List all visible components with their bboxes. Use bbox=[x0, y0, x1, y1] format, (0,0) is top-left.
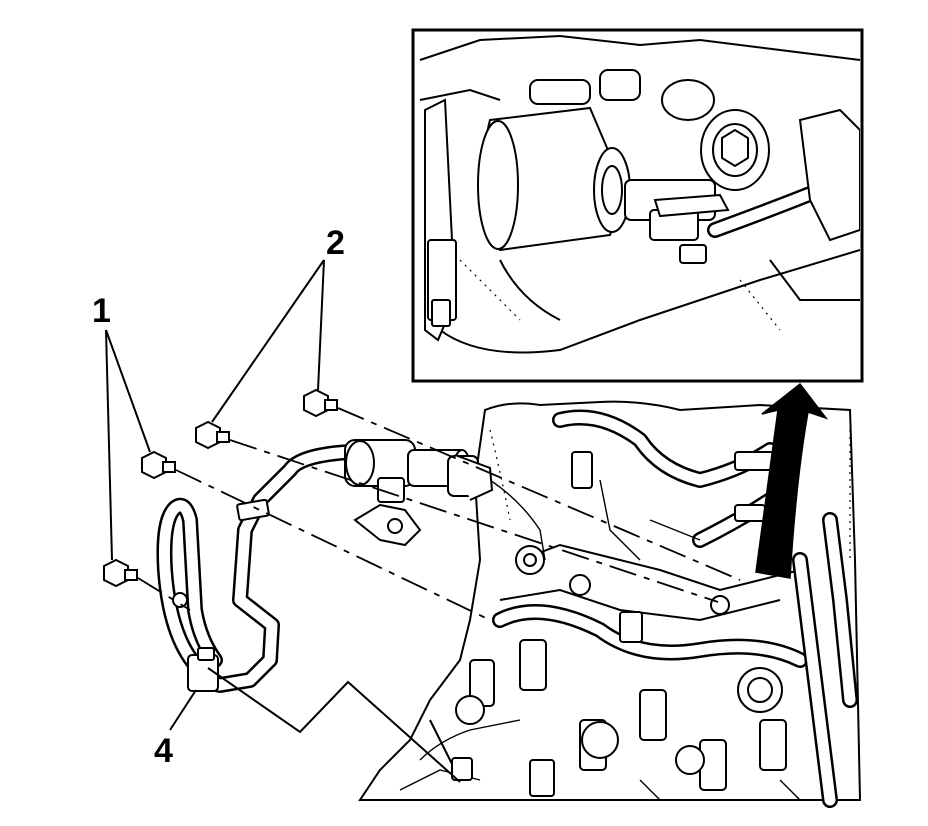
callout-1: 1 bbox=[92, 292, 111, 330]
harness-connector-4 bbox=[172, 592, 219, 692]
inset-valve-detail bbox=[419, 34, 860, 354]
solenoid-valve bbox=[344, 439, 494, 547]
callout-2: 2 bbox=[326, 224, 345, 262]
bolt-1-lower bbox=[103, 558, 138, 588]
bolt-2-left bbox=[195, 420, 230, 450]
curved-direction-arrow-icon bbox=[755, 382, 829, 579]
engine-assembly bbox=[358, 400, 862, 808]
bolt-1-upper bbox=[141, 450, 176, 480]
bolt-2-right bbox=[303, 388, 338, 418]
valve-harness-assembly bbox=[156, 439, 494, 693]
detail-inset-frame bbox=[411, 28, 864, 383]
callout-4: 4 bbox=[154, 732, 173, 770]
bolts bbox=[103, 388, 338, 588]
alignment-lines bbox=[137, 407, 741, 621]
